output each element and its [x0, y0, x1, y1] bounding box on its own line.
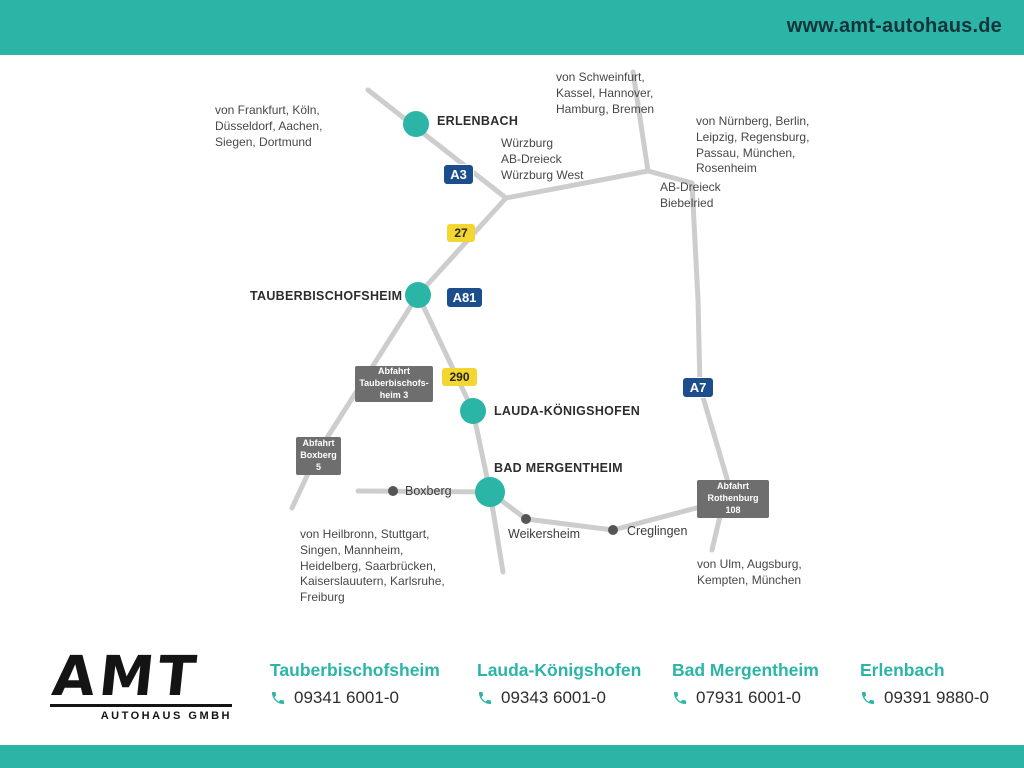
location-name: Erlenbach: [860, 660, 945, 680]
phone-icon: [674, 692, 686, 704]
location-phone: 09391 9880-0: [884, 688, 989, 707]
road-a3-line: [365, 87, 509, 201]
town-label-weikersheim: Weikersheim: [508, 527, 581, 541]
city-label-lauda-koenigshofen: LAUDA-KÖNIGSHOFEN: [494, 404, 641, 418]
city-label-bad-mergentheim: BAD MERGENTHEIM: [494, 461, 623, 475]
location-phone: 07931 6001-0: [696, 688, 801, 707]
road-boxberg-line: [355, 488, 493, 495]
exit-sign-tauberbischofsheim: Abfahrt Tauberbischofs- heim 3: [355, 366, 433, 402]
city-label-tauberbischofsheim: TAUBERBISCHOFSHEIM: [250, 289, 403, 303]
phone-icon: [479, 692, 491, 704]
route-badge-27: 27: [447, 224, 475, 242]
footer-location-erlenbach: Erlenbach 09391 9880-0: [860, 660, 989, 708]
town-label-creglingen: Creglingen: [627, 524, 688, 538]
footer-bar: [0, 745, 1024, 768]
location-name: Bad Mergentheim: [672, 660, 819, 680]
autobahn-badge-a7: A7: [682, 377, 714, 398]
website-url: www.amt-autohaus.de: [786, 15, 1002, 37]
lauda-koenigshofen-location-dot: [460, 398, 486, 424]
junction-label-biebelried: AB-Dreieck Biebelried: [660, 180, 721, 210]
footer-location-lauda-koenigshofen: Lauda-Königshofen 09343 6001-0: [477, 660, 641, 708]
direction-label-schweinfurt: von Schweinfurt, Kassel, Hannover, Hambu…: [556, 70, 655, 116]
bad-mergentheim-location-dot: [475, 477, 505, 507]
road-a3-east-line: [503, 168, 651, 201]
tauberbischofsheim-location-dot: [405, 282, 431, 308]
logo-wordmark: AMT: [49, 644, 203, 708]
weikersheim-dot: [521, 514, 531, 524]
logo-underline: [50, 704, 232, 708]
location-name: Tauberbischofsheim: [270, 660, 440, 680]
exit-sign-boxberg: Abfahrt Boxberg 5: [296, 437, 341, 475]
city-label-erlenbach: ERLENBACH: [437, 114, 519, 128]
header-bar: www.amt-autohaus.de: [0, 0, 1024, 55]
boxberg-dot: [388, 486, 398, 496]
autobahn-badge-a81: A81: [446, 287, 483, 308]
phone-icon: [862, 692, 874, 704]
junction-label-wuerzburg: Würzburg AB-Dreieck Würzburg West: [501, 136, 584, 182]
company-logo: AMT AUTOHAUS GMBH: [49, 644, 232, 723]
direction-label-heilbronn: von Heilbronn, Stuttgart, Singen, Mannhe…: [300, 527, 445, 605]
autobahn-badge-a3: A3: [443, 164, 474, 185]
location-phone: 09341 6001-0: [294, 688, 399, 707]
footer-location-tauberbischofsheim: Tauberbischofsheim 09341 6001-0: [270, 660, 440, 708]
direction-label-ulm: von Ulm, Augsburg, Kempten, München: [697, 557, 802, 587]
route-badge-290: 290: [442, 368, 477, 386]
town-label-boxberg: Boxberg: [405, 484, 452, 498]
road-from-schweinfurt-line: [630, 69, 651, 174]
exit-sign-rothenburg: Abfahrt Rothenburg 108: [697, 480, 769, 518]
direction-label-nuernberg: von Nürnberg, Berlin, Leipzig, Regensbur…: [696, 114, 810, 176]
logo-subtitle: AUTOHAUS GMBH: [100, 710, 232, 723]
phone-icon: [272, 692, 284, 704]
direction-label-frankfurt: von Frankfurt, Köln, Düsseldorf, Aachen,…: [215, 103, 323, 149]
location-phone: 09343 6001-0: [501, 688, 606, 707]
erlenbach-location-dot: [403, 111, 429, 137]
footer-location-bad-mergentheim: Bad Mergentheim 07931 6001-0: [672, 660, 819, 708]
location-name: Lauda-Königshofen: [477, 660, 642, 680]
creglingen-dot: [608, 525, 618, 535]
road-b27-line: [415, 195, 509, 298]
